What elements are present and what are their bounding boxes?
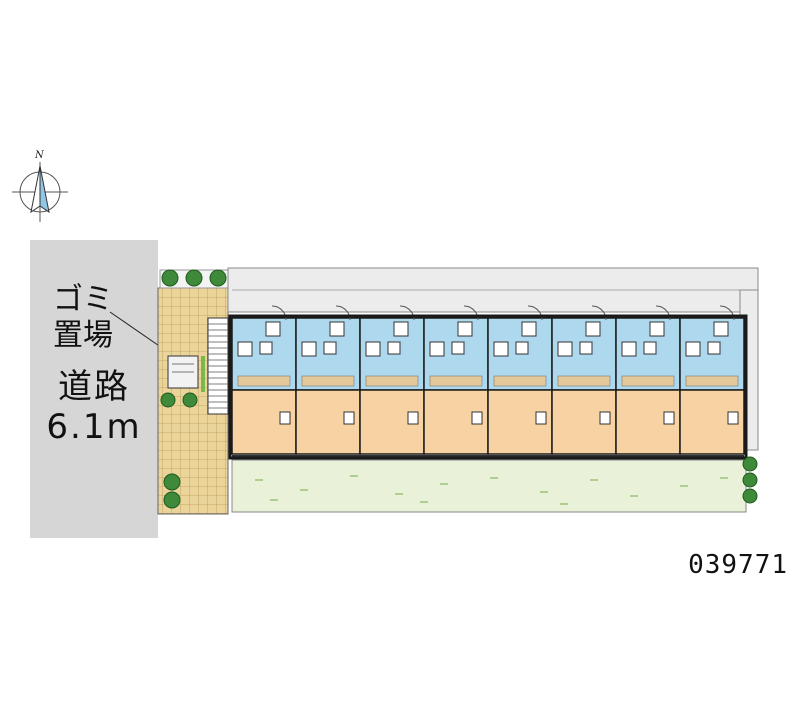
property-code: 039771	[688, 550, 788, 580]
unit	[551, 305, 617, 457]
lawn	[231, 459, 747, 513]
compass-icon: N	[12, 150, 68, 222]
unit	[423, 305, 489, 457]
unit	[679, 305, 745, 457]
lawn-tufts	[255, 475, 728, 505]
garbage-label-line2: 置場	[53, 318, 113, 353]
unit	[231, 305, 297, 457]
unit	[359, 305, 425, 457]
unit	[295, 305, 361, 457]
unit	[615, 305, 681, 457]
apartment-units	[231, 305, 745, 457]
compass-north-label: N	[34, 150, 45, 161]
staircase	[207, 317, 229, 415]
road-name-label: 道路	[58, 367, 130, 407]
garbage-area-label: ゴミ 置場	[48, 282, 118, 354]
building-outline	[228, 314, 748, 460]
unit	[487, 305, 553, 457]
road-width-label: 6.1m	[46, 407, 142, 447]
shrubs	[160, 269, 758, 509]
garbage-label-line1: ゴミ	[53, 282, 113, 317]
bicycle-lane	[201, 356, 205, 392]
road	[30, 240, 158, 538]
